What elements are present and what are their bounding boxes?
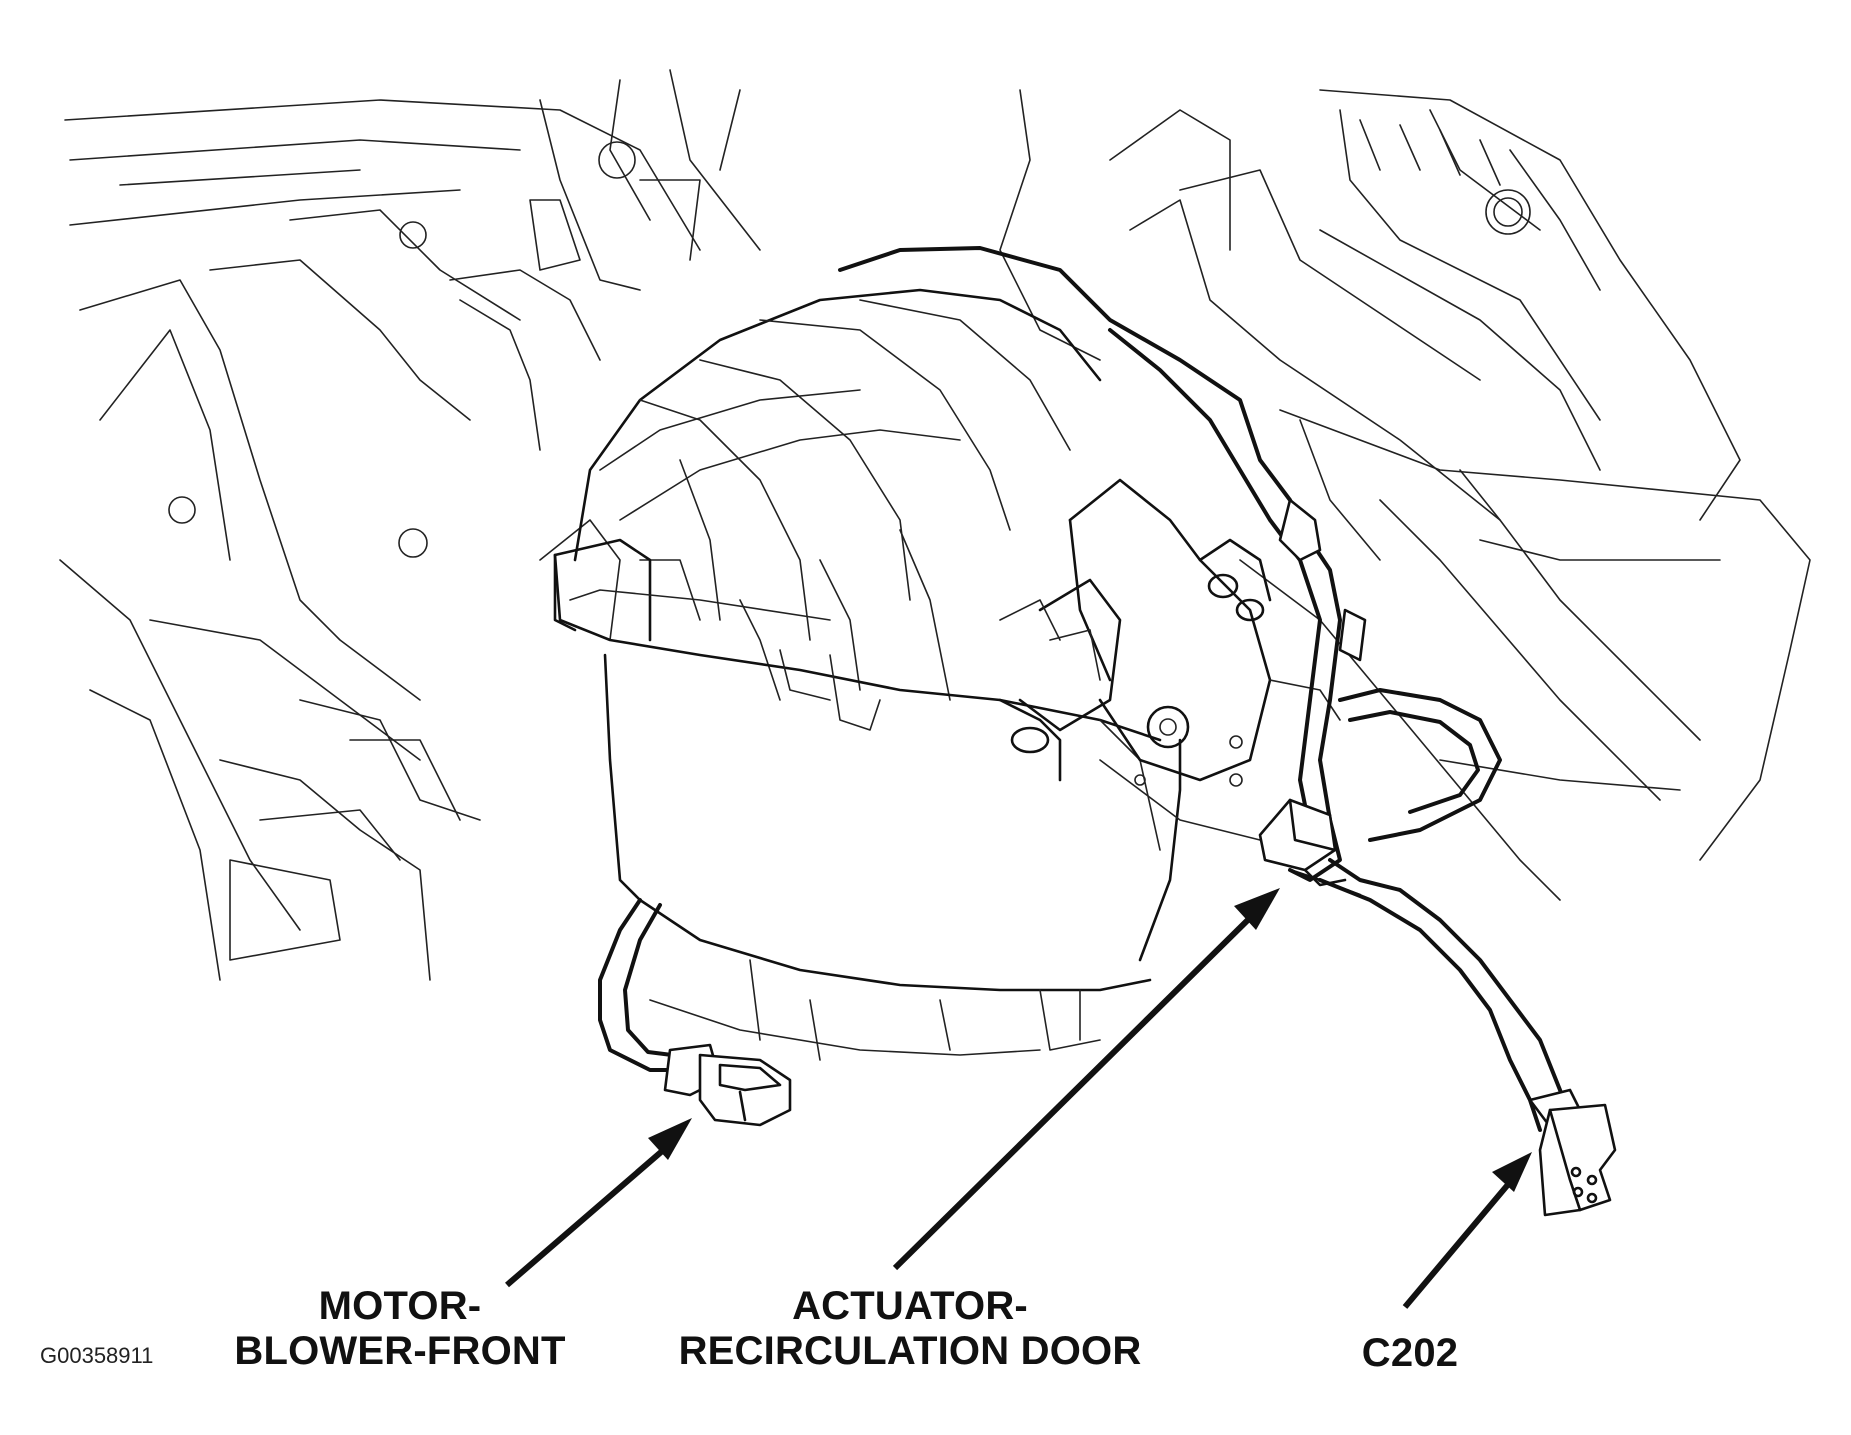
arrow-actuator-head <box>1234 888 1280 930</box>
arrow-c202-line <box>1402 1173 1519 1309</box>
actuator-label: ACTUATOR- RECIRCULATION DOOR <box>640 1284 1180 1374</box>
arrow-c202-head <box>1492 1152 1532 1192</box>
left-dash-panel <box>59 69 761 981</box>
c202-label: C202 <box>1340 1331 1480 1376</box>
leader-arrows <box>505 888 1532 1309</box>
c202-label-text: C202 <box>1361 1331 1459 1375</box>
right-hvac-housing <box>999 89 1811 901</box>
arrow-motor-line <box>505 1137 677 1288</box>
blower-motor-label-line1: MOTOR- <box>318 1284 482 1328</box>
blower-motor-connector <box>663 1043 792 1127</box>
arrow-motor-head <box>648 1118 692 1160</box>
blower-housing <box>553 288 1182 1061</box>
figure-code: G00358911 <box>40 1343 154 1368</box>
actuator-connector <box>1258 798 1347 887</box>
actuator-label-line2: RECIRCULATION DOOR <box>678 1328 1142 1373</box>
wiring-harness <box>598 246 1592 1142</box>
blower-motor-label: MOTOR- BLOWER-FRONT <box>210 1284 590 1374</box>
blower-motor-label-line2: BLOWER-FRONT <box>234 1328 566 1373</box>
actuator-label-line1: ACTUATOR- <box>792 1284 1028 1328</box>
recirculation-actuator <box>998 478 1341 841</box>
c202-connector <box>1538 1103 1617 1217</box>
arrow-actuator-line <box>892 905 1263 1271</box>
